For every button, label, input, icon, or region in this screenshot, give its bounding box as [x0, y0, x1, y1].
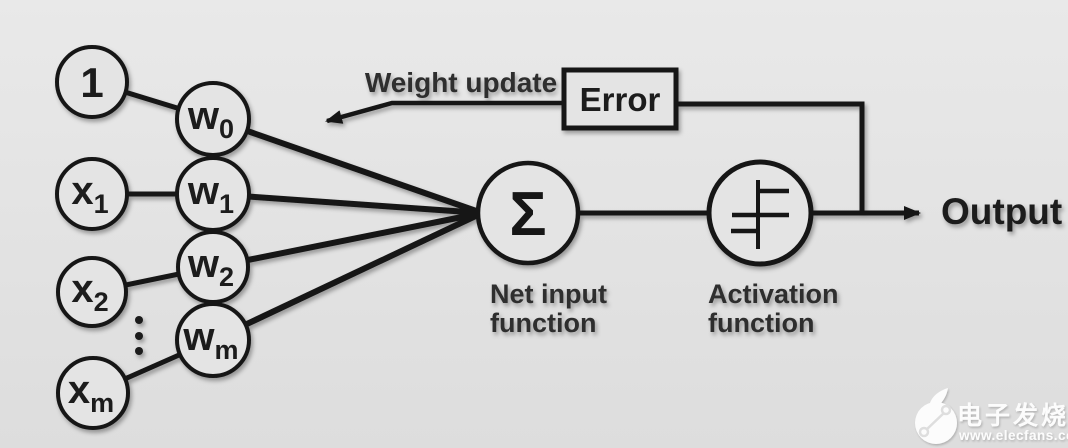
input-node-xm [56, 356, 130, 430]
feedback-line [678, 101, 865, 213]
input-label-xm: xm [68, 368, 114, 418]
sigma-symbol: Σ [509, 180, 546, 249]
input-label-x1: x1 [71, 169, 108, 219]
net-input-caption-line2: function [490, 308, 596, 338]
watermark-url: www.elecfans.com [958, 428, 1068, 443]
edge-wm-to-sum [211, 210, 484, 343]
edge-w2-to-sum [212, 210, 483, 270]
watermark-brand: 电子发烧友 [957, 401, 1068, 430]
weight-update-label: Weight update [365, 67, 557, 98]
activation-caption-line1: Activation [708, 279, 839, 309]
watermark: 电子发烧友 www.elecfans.com [915, 388, 1068, 444]
elecfans-logo-icon [915, 388, 957, 444]
ellipsis-dots [135, 316, 143, 355]
edge-w0-to-sum [212, 116, 483, 216]
weight-update-arrow [325, 100, 562, 124]
weight-label-w0: w0 [187, 94, 234, 144]
weight-node-w0 [175, 81, 251, 157]
bias-input-label: 1 [80, 59, 103, 106]
weight-label-w2: w2 [187, 242, 234, 292]
weight-label-wm: wm [182, 315, 238, 365]
activation-caption-line2: function [708, 308, 814, 338]
input-node-x1 [55, 157, 129, 231]
weight-label-w1: w1 [187, 169, 234, 219]
error-box [561, 67, 679, 131]
error-label: Error [580, 81, 661, 118]
weight-node-wm [175, 302, 251, 378]
input-node-x2 [56, 256, 128, 328]
net-input-caption-line1: Net input [490, 279, 607, 309]
bias-input-node [55, 45, 129, 119]
input-label-x2: x2 [71, 267, 108, 317]
step-function-icon [731, 180, 789, 249]
sum-node [475, 160, 581, 266]
edge-w1-to-sum [212, 191, 483, 216]
output-label: Output [941, 191, 1062, 232]
